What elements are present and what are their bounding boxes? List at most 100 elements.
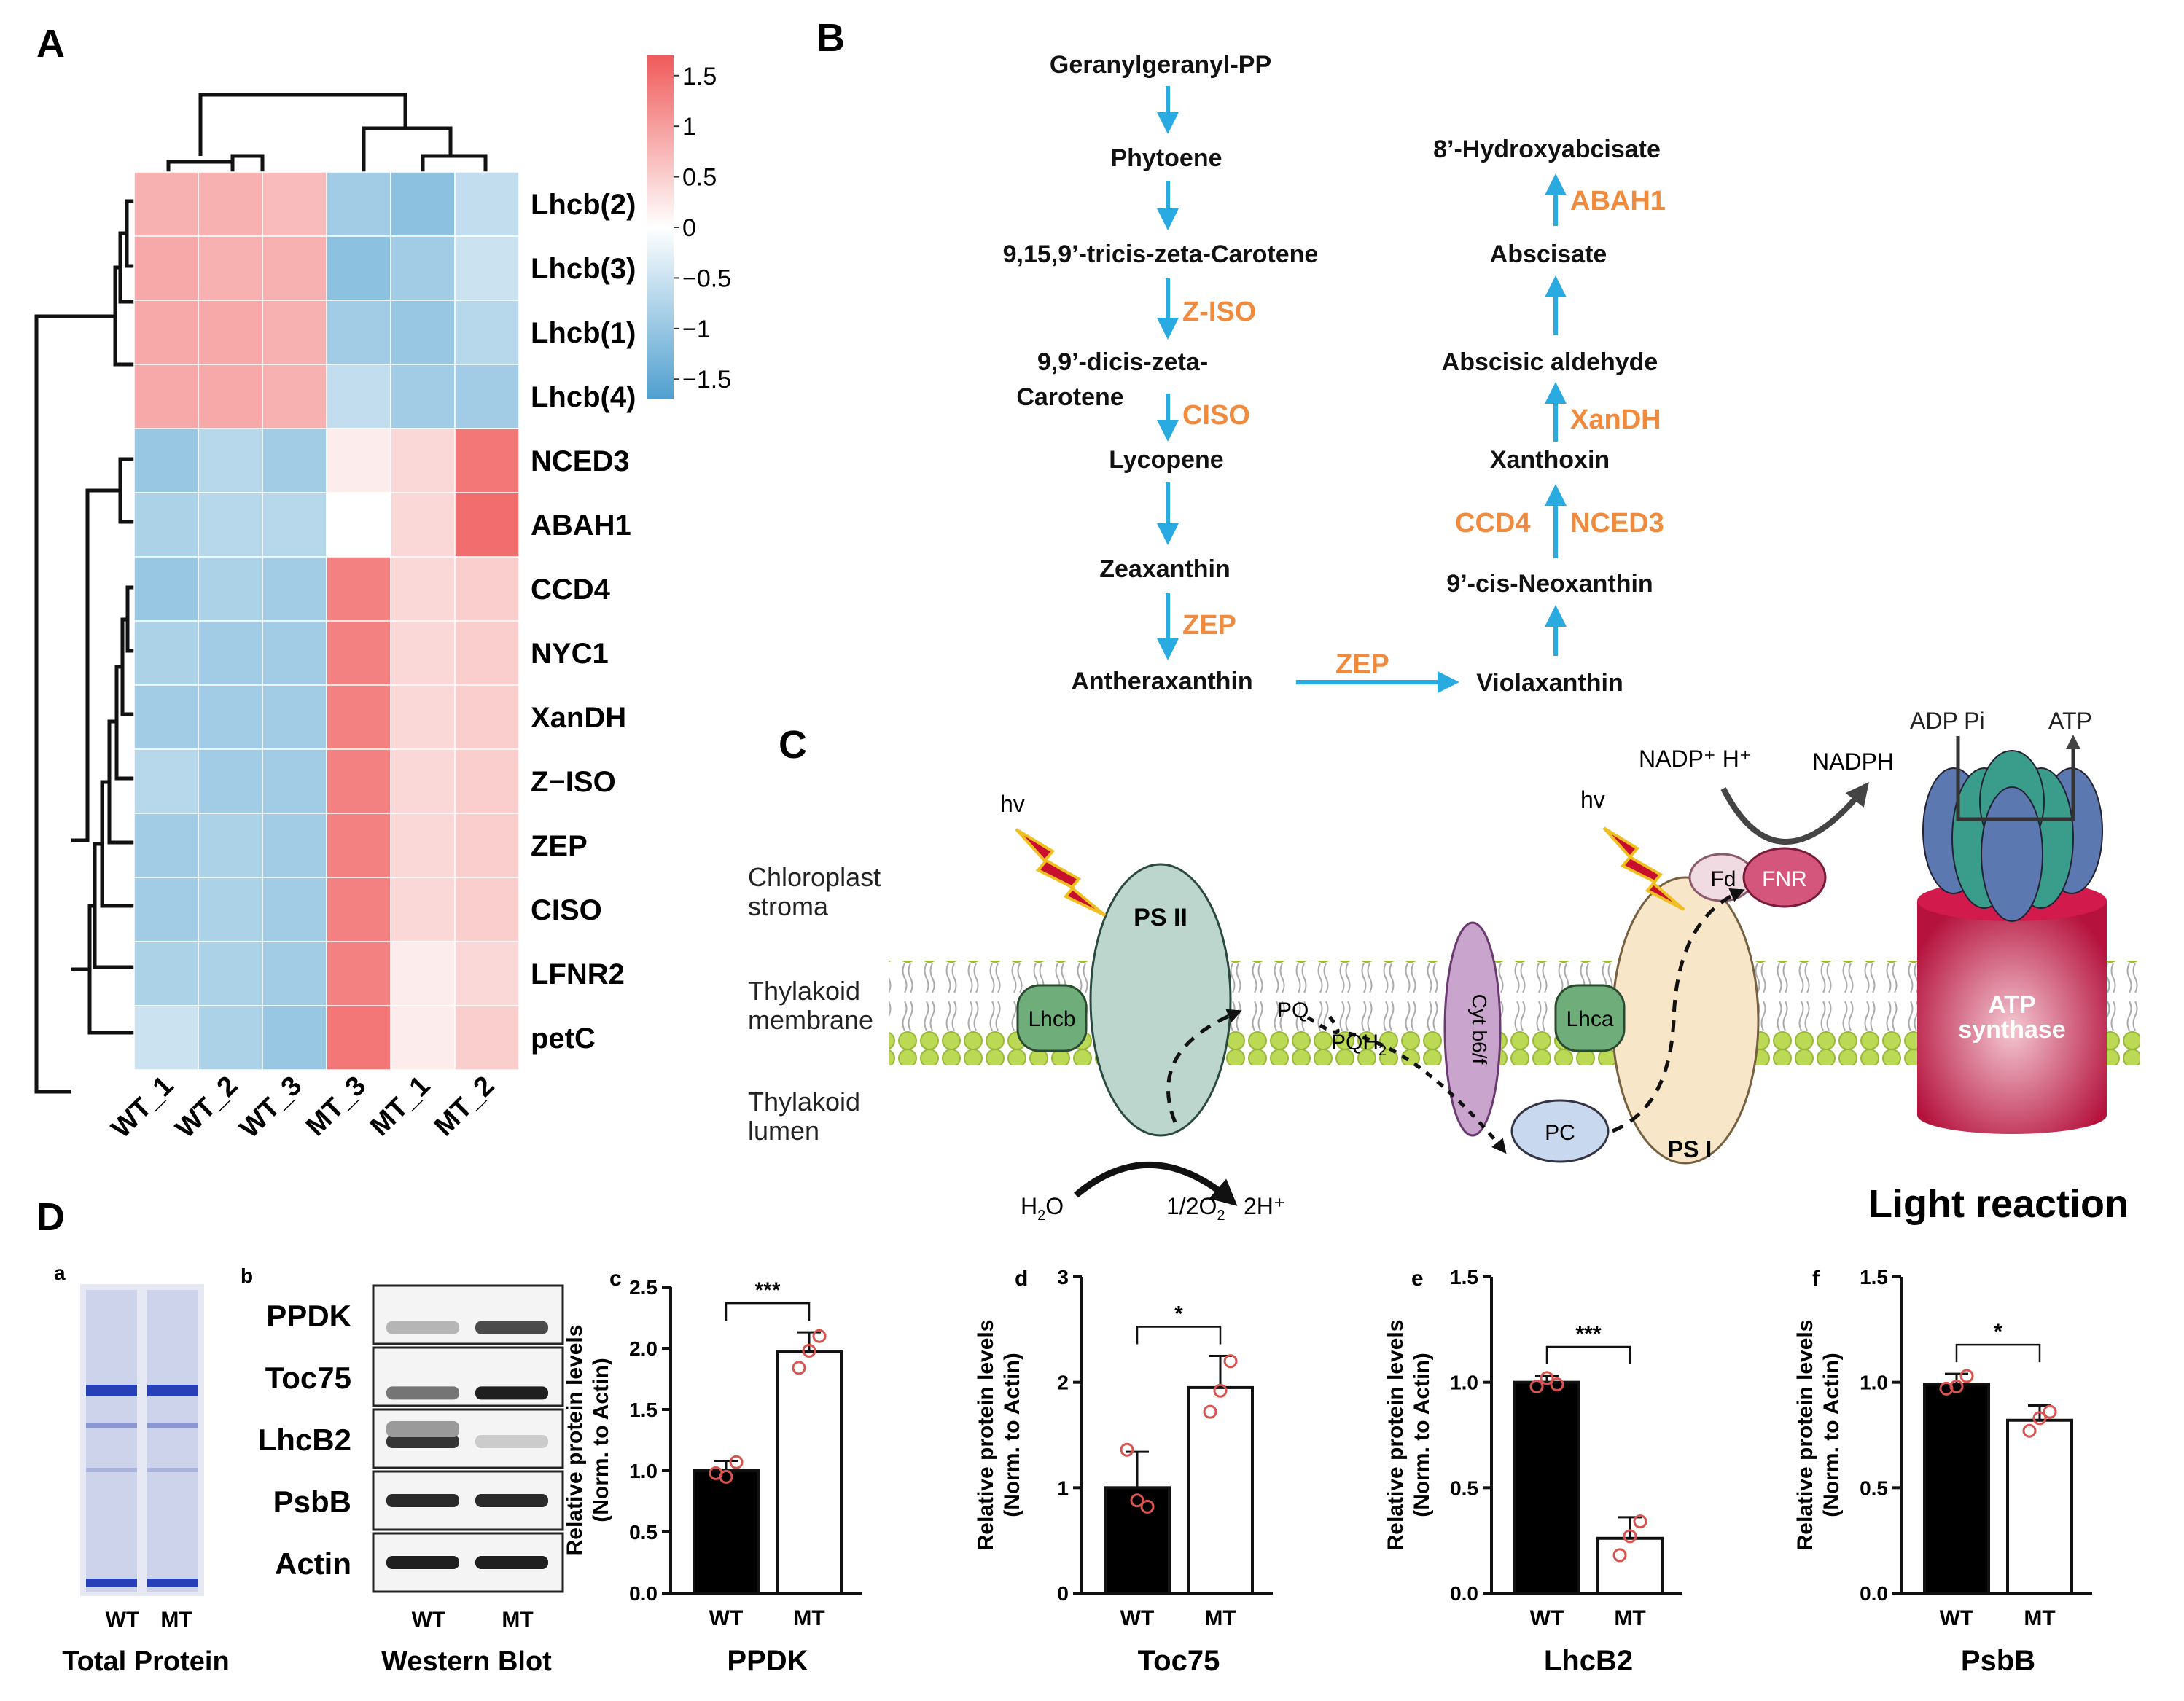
heatmap-cell [326,877,391,942]
metabolite-lycopene: Lycopene [1109,446,1223,474]
heatmap-cell [133,364,199,429]
total-protein-caption: Total Protein [62,1646,229,1677]
metabolite-violaxanthin: Violaxanthin [1476,669,1623,697]
blot-band [386,1435,459,1448]
hv-label: hv [1580,786,1605,813]
heatmap-cell [390,1005,456,1071]
fnr-label: FNR [1762,867,1807,891]
metabolite-xanthoxin: Xanthoxin [1490,446,1610,474]
blot-band [386,1494,459,1507]
y-tick-label: 0.5 [1860,1477,1888,1499]
significance-marker: *** [1575,1322,1601,1346]
heatmap-row-labels: Lhcb(2)Lhcb(3)Lhcb(1)Lhcb(4)NCED3ABAH1CC… [531,189,636,1055]
heatmap-cell [198,235,263,301]
lhca-complex [1554,984,1626,1052]
cytochrome-b6f: Cyt b6/f [1443,921,1502,1137]
heatmap-cell [262,941,327,1006]
data-point [1529,1379,1544,1393]
y-axis-label-2: (Norm. to Actin) [1410,1353,1434,1517]
heatmap-cell [198,941,263,1006]
significance-marker: * [1174,1302,1183,1326]
data-point [1633,1514,1647,1529]
blot-protein-label: Actin [275,1546,351,1581]
y-tick-label: 1.5 [1860,1266,1888,1289]
blot-protein-label: Toc75 [265,1361,351,1395]
bar-mt [2006,1418,2073,1595]
scale-tick-label: −1.5 [682,366,731,394]
heatmap-cell [390,684,456,750]
scale-tick-label: 1.5 [682,63,717,90]
heatmap-cell [326,1005,391,1071]
heatmap-cell [454,877,520,942]
heatmap-cell [326,556,391,622]
fnr-enzyme [1742,847,1827,908]
panel-label-a: A [36,22,65,66]
heatmap-column-labels: WT_1WT_2WT_3MT_3MT_1MT_2 [106,1071,500,1144]
pathway-enzymes: Z-ISO CISO ZEP ZEP ABAH1 XanDH CCD4 NCED… [1182,186,1666,680]
atp-label: ATP [2048,708,2092,734]
data-point [719,1469,733,1484]
subpanel-label: f [1812,1267,1820,1291]
plastocyanin: PC [1510,1099,1610,1163]
heatmap-cell [454,748,520,814]
heatmap-column-label: WT_1 [106,1071,179,1144]
heatmap-cell [133,748,199,814]
heatmap-cell [198,300,263,365]
photosystem-ii: PS II Lhcb [1016,863,1232,1137]
nadph-arrow [1720,781,1869,845]
heatmap-cell [390,748,456,814]
label-stroma: stroma [748,891,829,921]
light-bolt-icon: hv [1580,786,1685,911]
heatmap-cell [133,556,199,622]
heatmap-column-label: MT_1 [364,1071,436,1142]
data-point [1949,1379,1964,1393]
enzyme-nced3: NCED3 [1570,508,1664,539]
y-tick-label: 2.0 [629,1337,658,1360]
heatmap-cell [198,364,263,429]
metabolite-hydroxyabcisate: 8’-Hydroxyabcisate [1433,136,1661,163]
x-tick-label: MT [1204,1606,1236,1630]
heatmap-cell [262,235,327,301]
heatmap-cell [326,235,391,301]
y-tick-label: 0.0 [629,1582,658,1605]
data-point [1540,1371,1554,1385]
atp-synthase-label-2: synthase [1958,1016,2065,1044]
significance-marker: * [1994,1320,2002,1344]
heatmap-cell [133,235,199,301]
heatmap-cell [454,171,520,237]
label-thylakoid-lumen-1: Thylakoid [748,1087,860,1117]
heatmap-cell [454,684,520,750]
gel-lane-label: WT [106,1608,140,1632]
lhca-label: Lhca [1566,1007,1613,1031]
metabolite-abscisate: Abscisate [1490,241,1607,268]
enzyme-zep-conversion: ZEP [1335,649,1389,680]
x-tick-label: WT [1120,1606,1155,1630]
y-tick-label: 1 [1057,1477,1069,1499]
heatmap-row-label: NCED3 [531,445,630,477]
blot-band [475,1435,548,1448]
heatmap-cell [454,620,520,686]
heatmap-cell [390,428,456,493]
heatmap-column-label: MT_2 [429,1071,500,1142]
y-tick-label: 0.5 [629,1521,658,1544]
metabolite-cis-neoxanthin: 9’-cis-Neoxanthin [1446,570,1653,598]
label-chloroplast: Chloroplast [748,862,881,892]
bar-mt [776,1350,843,1595]
y-tick-label: 0.0 [1860,1582,1888,1605]
pathway-arrows [1157,86,1567,693]
heatmap-cell [390,300,456,365]
blot-band [386,1386,459,1400]
bar-wt [1513,1380,1580,1595]
o2-text: 1/2O [1166,1193,1217,1219]
heatmap-cell [133,941,199,1006]
chart-title: Toc75 [1138,1645,1220,1677]
blot-band [386,1556,459,1569]
blot-lane-label: MT [502,1608,533,1632]
y-tick-label: 1.0 [629,1460,658,1482]
blot-band [475,1556,548,1569]
cyt-b6f-label: Cyt b6/f [1468,994,1491,1065]
heatmap-row-label: XanDH [531,702,626,734]
panel-label-b: B [816,16,845,60]
